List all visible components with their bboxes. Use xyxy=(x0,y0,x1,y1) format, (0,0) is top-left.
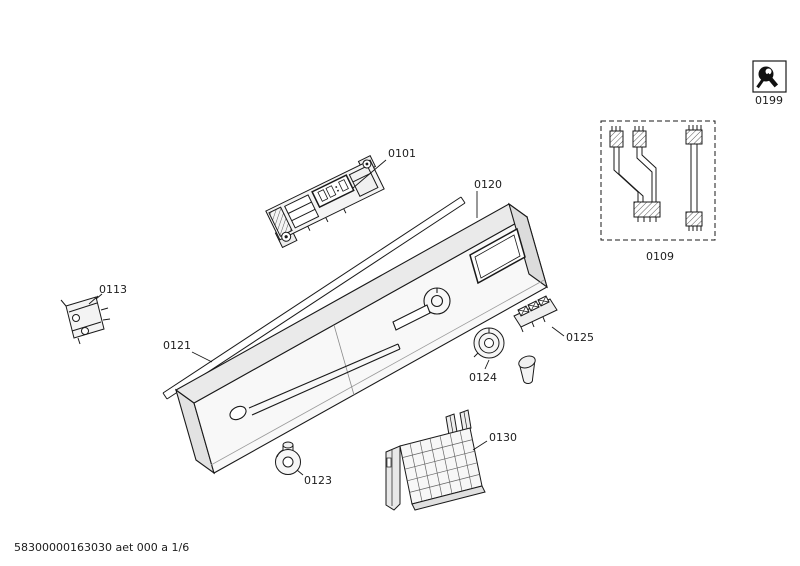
part-label-button-set: 0125 xyxy=(566,331,594,344)
leader-0101 xyxy=(352,159,387,189)
part-program-knob xyxy=(275,441,301,475)
part-control-panel xyxy=(174,202,548,475)
leader-0124 xyxy=(484,359,490,370)
waffle-grid xyxy=(402,430,480,502)
part-control-module xyxy=(265,155,385,249)
part-cable-harness xyxy=(600,120,716,241)
part-label-push-button: 0124 xyxy=(469,371,497,384)
document-code: 58300000163030 aet 000 a 1/6 xyxy=(14,541,189,554)
part-label-mounting-bracket: 0130 xyxy=(489,431,517,444)
part-micro-switch xyxy=(60,293,111,345)
part-label-cable-harness: 0109 xyxy=(646,250,674,263)
service-wrench-icon xyxy=(752,60,787,93)
part-push-button xyxy=(473,327,536,385)
part-label-service-icon: 0199 xyxy=(755,94,783,107)
leader-0125 xyxy=(551,326,565,337)
leader-lines xyxy=(88,159,565,476)
part-button-set xyxy=(513,295,558,333)
part-label-trim-strip: 0121 xyxy=(163,339,191,352)
leader-0113 xyxy=(88,295,99,305)
part-label-micro-switch: 0113 xyxy=(99,283,127,296)
leader-0123 xyxy=(296,469,304,476)
part-mounting-bracket xyxy=(385,409,486,511)
part-label-control-panel: 0120 xyxy=(474,178,502,191)
part-label-control-module: 0101 xyxy=(388,147,416,160)
part-label-program-knob: 0123 xyxy=(304,474,332,487)
leader-0130 xyxy=(472,440,488,451)
leader-0121 xyxy=(191,351,213,363)
part-trim-strip xyxy=(162,196,466,400)
